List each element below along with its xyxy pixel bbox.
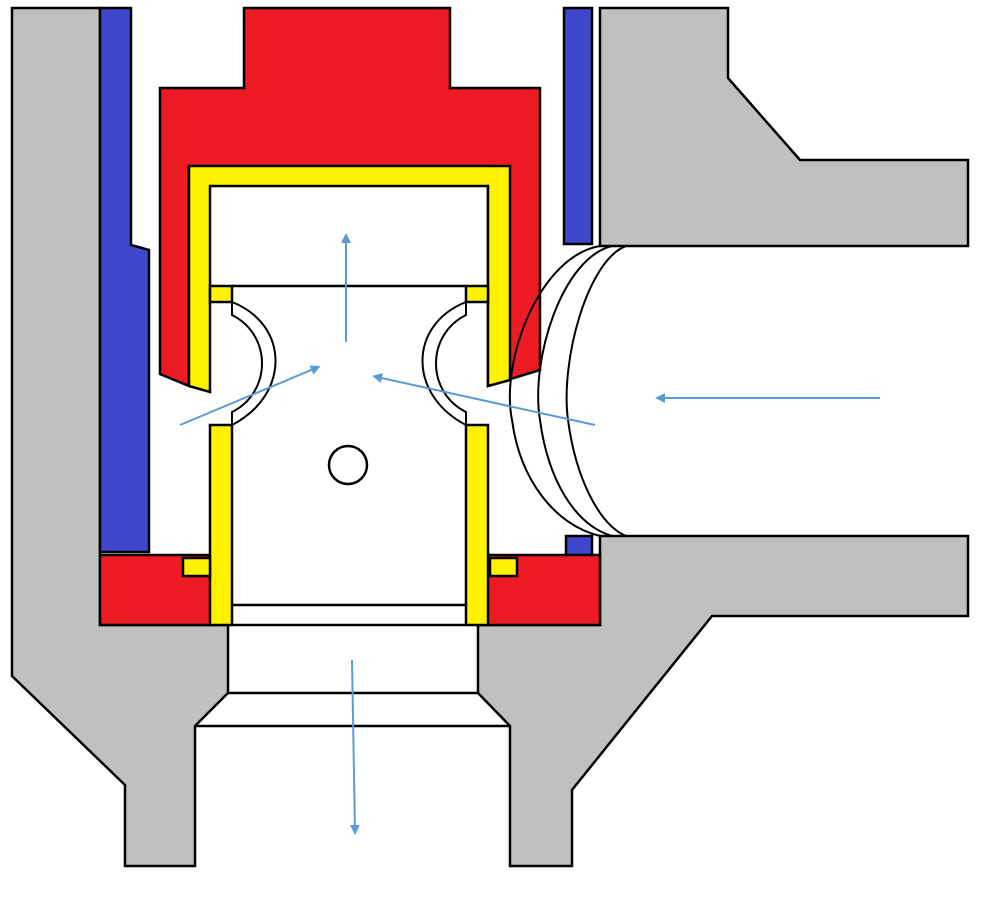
seal-tab-lr <box>488 556 519 578</box>
arrow-right-diag <box>372 373 596 426</box>
arrow-left-diag <box>179 365 321 426</box>
sleeve-right-lower <box>564 534 594 558</box>
plug-seal <box>181 164 519 627</box>
left-crescent <box>231 300 277 427</box>
flow-arrows <box>179 233 880 835</box>
seal-lower-right <box>464 423 490 627</box>
plug-top <box>158 6 542 388</box>
outlines <box>195 245 627 728</box>
port-curve-3 <box>565 245 627 537</box>
seal-tab-ur <box>464 284 490 304</box>
valve-plug <box>98 6 602 627</box>
seal-tab-ll <box>181 556 212 578</box>
center-hole <box>327 444 369 486</box>
seal-tab-ul <box>208 284 234 304</box>
arrow-down <box>349 659 360 835</box>
sleeve-right-upper <box>562 6 594 246</box>
body-right-upper <box>598 6 970 248</box>
right-crescent <box>421 300 467 427</box>
seal-upper <box>187 164 512 394</box>
sleeve <box>98 6 594 558</box>
sleeve-left <box>98 6 151 554</box>
port-curve-1 <box>508 245 601 537</box>
plug-base-left <box>98 553 214 627</box>
seal-lower-left <box>208 423 234 627</box>
port-curve-2 <box>537 245 613 537</box>
